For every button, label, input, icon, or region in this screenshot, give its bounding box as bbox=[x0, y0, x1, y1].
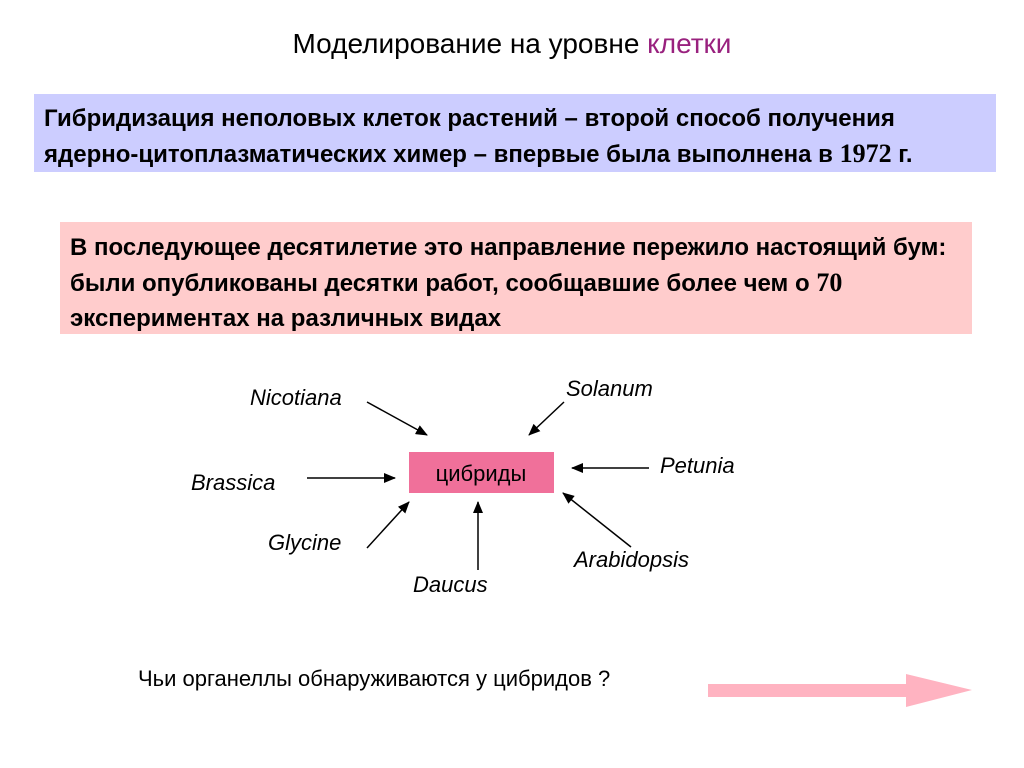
arrow-glycine bbox=[366, 501, 410, 549]
title-main: Моделирование на уровне bbox=[292, 28, 640, 59]
species-glycine: Glycine bbox=[268, 530, 341, 555]
question-text: Чьи органеллы обнаруживаются у цибридов … bbox=[138, 666, 611, 691]
pointer-arrow bbox=[708, 674, 972, 707]
page-title: Моделирование на уровне клетки bbox=[0, 28, 1024, 60]
cybrid-box bbox=[409, 452, 554, 493]
hybridization-box bbox=[34, 94, 996, 172]
decade-text-end: экспериментах на различных видах bbox=[70, 305, 502, 332]
experiments-count: 70 bbox=[816, 268, 843, 297]
hybridization-text: Гибридизация неполовых клеток растений –… bbox=[44, 101, 994, 172]
arrow-solanum bbox=[528, 401, 565, 436]
species-petunia: Petunia bbox=[660, 453, 735, 478]
hybridization-text-end: г. bbox=[891, 141, 913, 168]
species-arabidopsis: Arabidopsis bbox=[572, 547, 689, 572]
species-brassica: Brassica bbox=[191, 470, 275, 495]
hybridization-text-main: Гибридизация неполовых клеток растений –… bbox=[44, 105, 895, 168]
cybrid-label: цибриды bbox=[436, 461, 527, 486]
title-highlight: клетки bbox=[647, 28, 732, 59]
species-nicotiana: Nicotiana bbox=[250, 385, 342, 410]
species-solanum: Solanum bbox=[566, 376, 653, 401]
arrow-nicotiana bbox=[366, 401, 428, 436]
year-value: 1972 bbox=[839, 139, 892, 168]
decade-box bbox=[60, 222, 972, 334]
decade-text: В последующее десятилетие это направлени… bbox=[70, 230, 970, 336]
decade-text-main: В последующее десятилетие это направлени… bbox=[70, 234, 947, 297]
species-daucus: Daucus bbox=[413, 572, 488, 597]
arrow-arabidopsis bbox=[562, 492, 632, 548]
